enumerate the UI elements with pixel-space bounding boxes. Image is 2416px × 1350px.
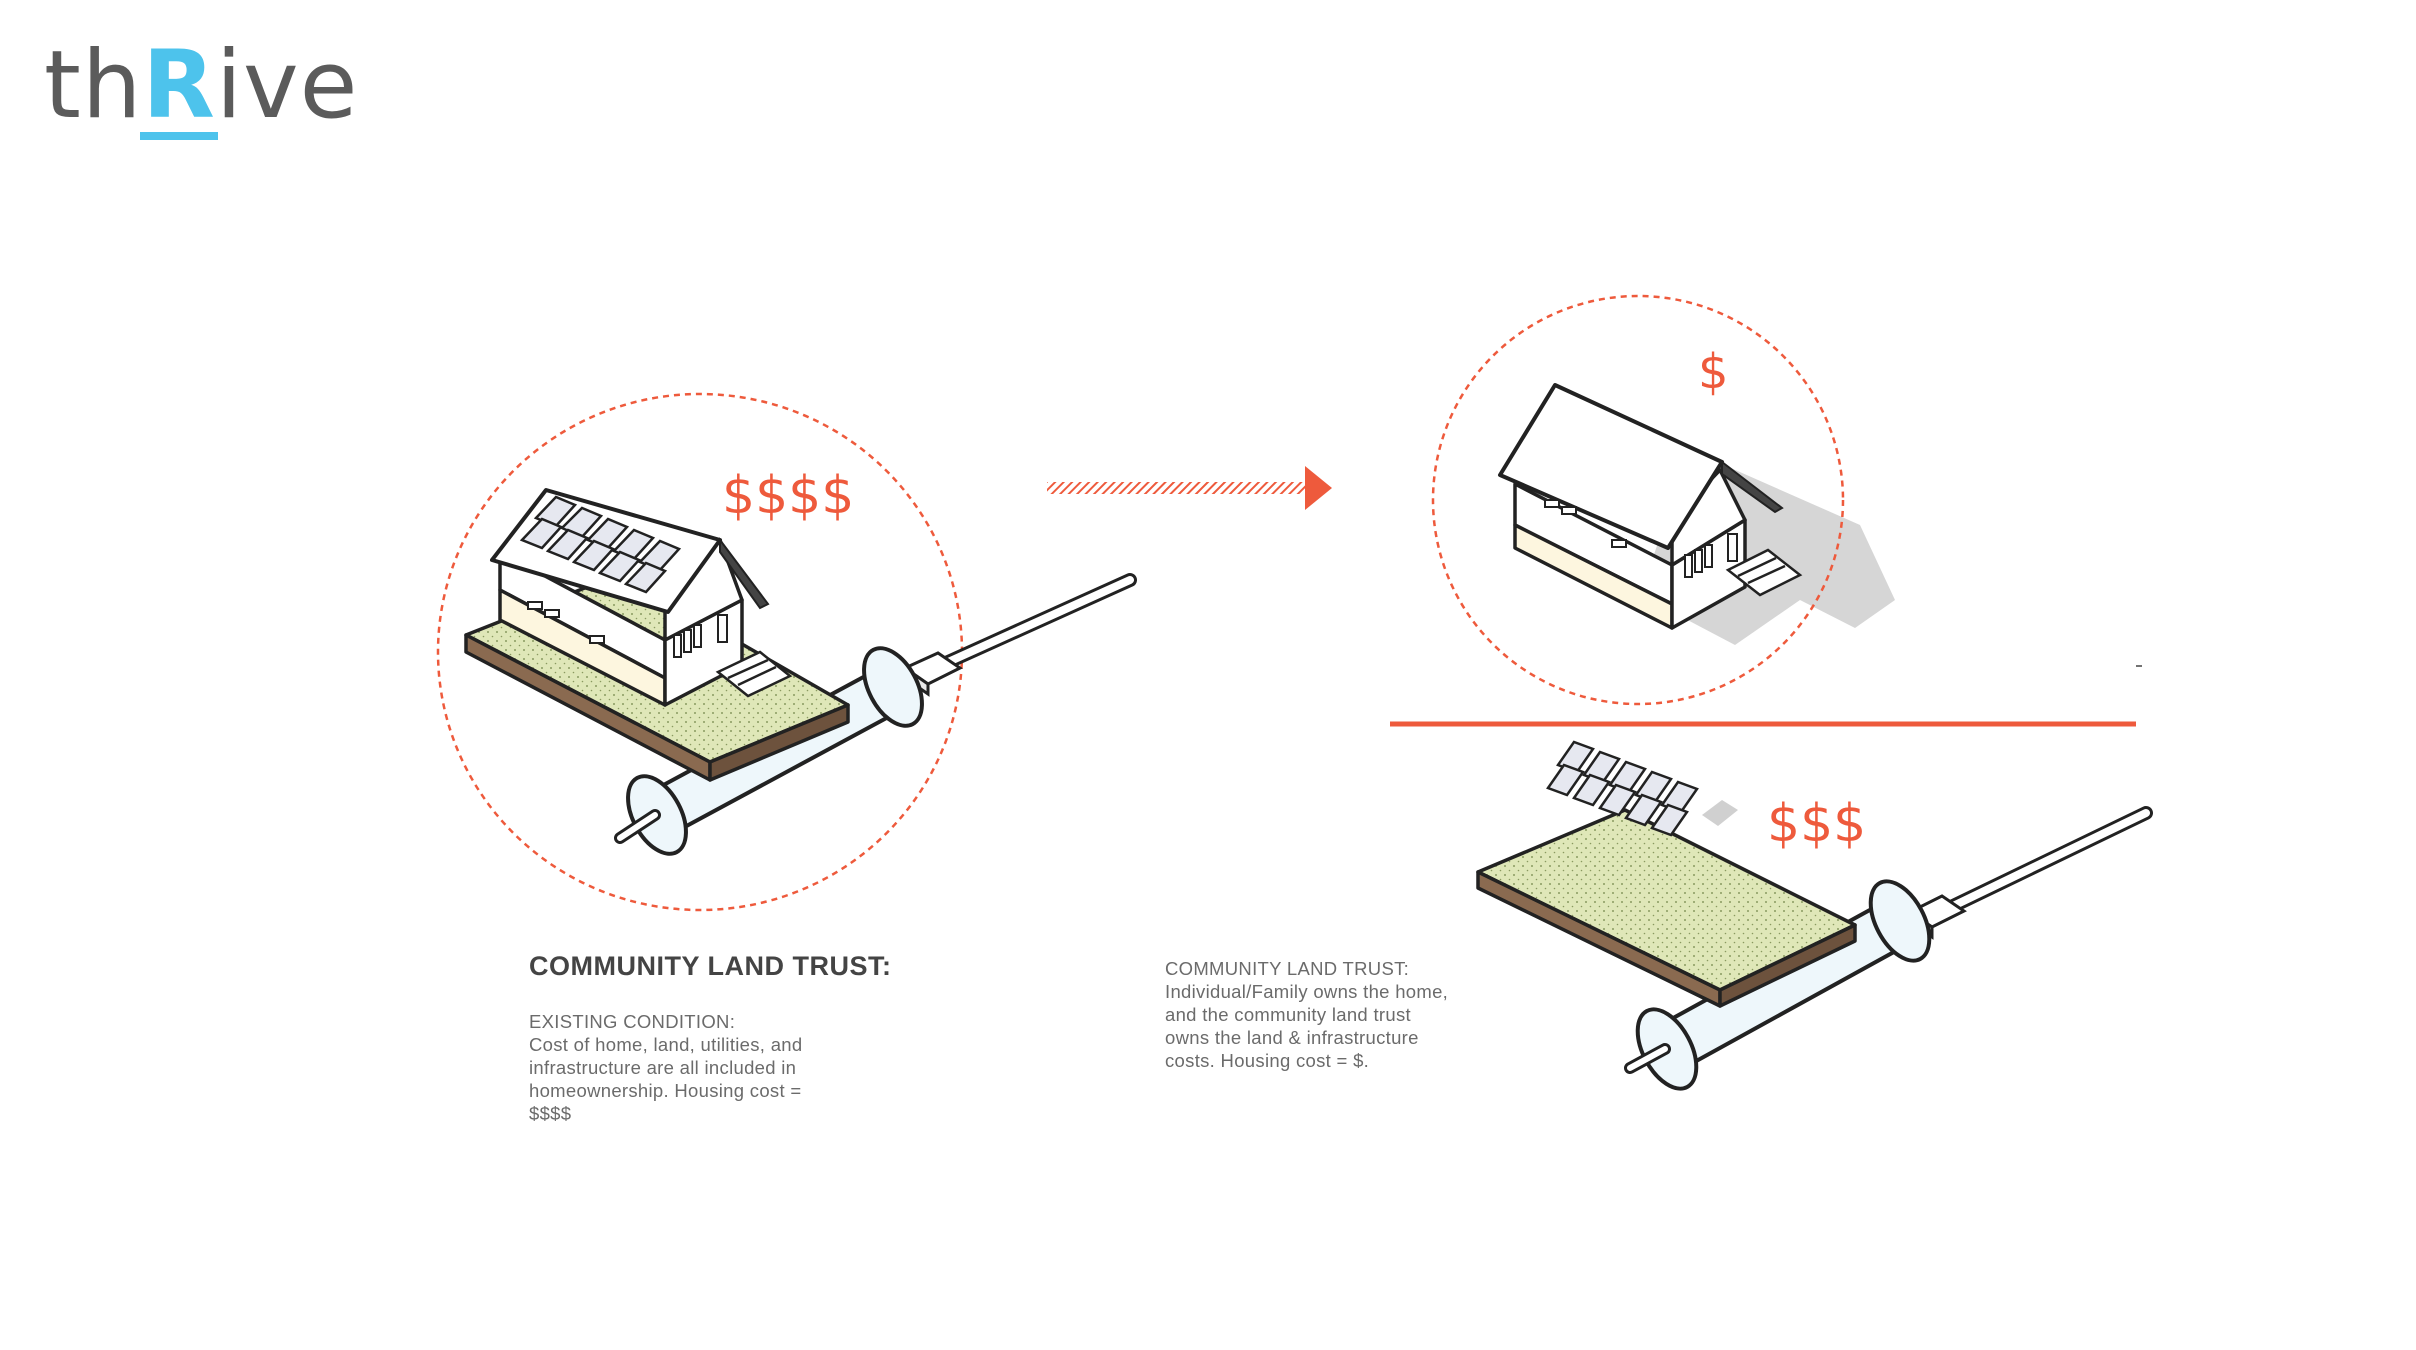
caption-line: Cost of home, land, utilities, and <box>529 1034 803 1055</box>
thrive-logo: thRive <box>44 26 364 146</box>
price-existing: $$$$ <box>722 466 855 526</box>
caption-line: Individual/Family owns the home, <box>1165 981 1449 1002</box>
home-only-illustration <box>1431 294 1895 706</box>
arrow-right-icon <box>1047 466 1332 510</box>
community-land-trust-caption: COMMUNITY LAND TRUST: Individual/Family … <box>1165 957 1525 1072</box>
existing-steps <box>715 650 793 698</box>
home-steps <box>1725 548 1803 597</box>
logo-suffix: ive <box>215 31 359 140</box>
caption-line: $$$$ <box>529 1103 572 1124</box>
logo-wordmark: thRive <box>44 26 358 146</box>
house-icon <box>1498 383 1803 630</box>
caption-line: infrastructure are all included in <box>529 1057 797 1078</box>
utility-line <box>901 573 1137 697</box>
existing-solar-array-icon <box>519 495 682 594</box>
price-home-only: $ <box>1698 344 1729 400</box>
caption-line: and the community land trust <box>1165 1004 1411 1025</box>
logo-accent-letter: R <box>140 26 219 146</box>
existing-house <box>490 488 793 707</box>
section-title: COMMUNITY LAND TRUST: <box>529 951 892 981</box>
caption-line: EXISTING CONDITION: <box>529 1011 736 1032</box>
logo-prefix: th <box>44 31 143 140</box>
existing-condition-illustration <box>436 392 1137 912</box>
caption-line: homeownership. Housing cost = <box>529 1080 802 1101</box>
caption-line: costs. Housing cost = $. <box>1165 1050 1370 1071</box>
existing-condition-caption: EXISTING CONDITION: Cost of home, land, … <box>529 1010 869 1125</box>
caption-line: COMMUNITY LAND TRUST: <box>1165 958 1410 979</box>
price-land-infrastructure: $$$ <box>1767 794 1867 854</box>
land-with-solar-and-pipe-icon <box>1476 740 2153 1091</box>
caption-line: owns the land & infrastructure <box>1165 1027 1419 1048</box>
home-dashed-circle <box>1431 294 1845 706</box>
